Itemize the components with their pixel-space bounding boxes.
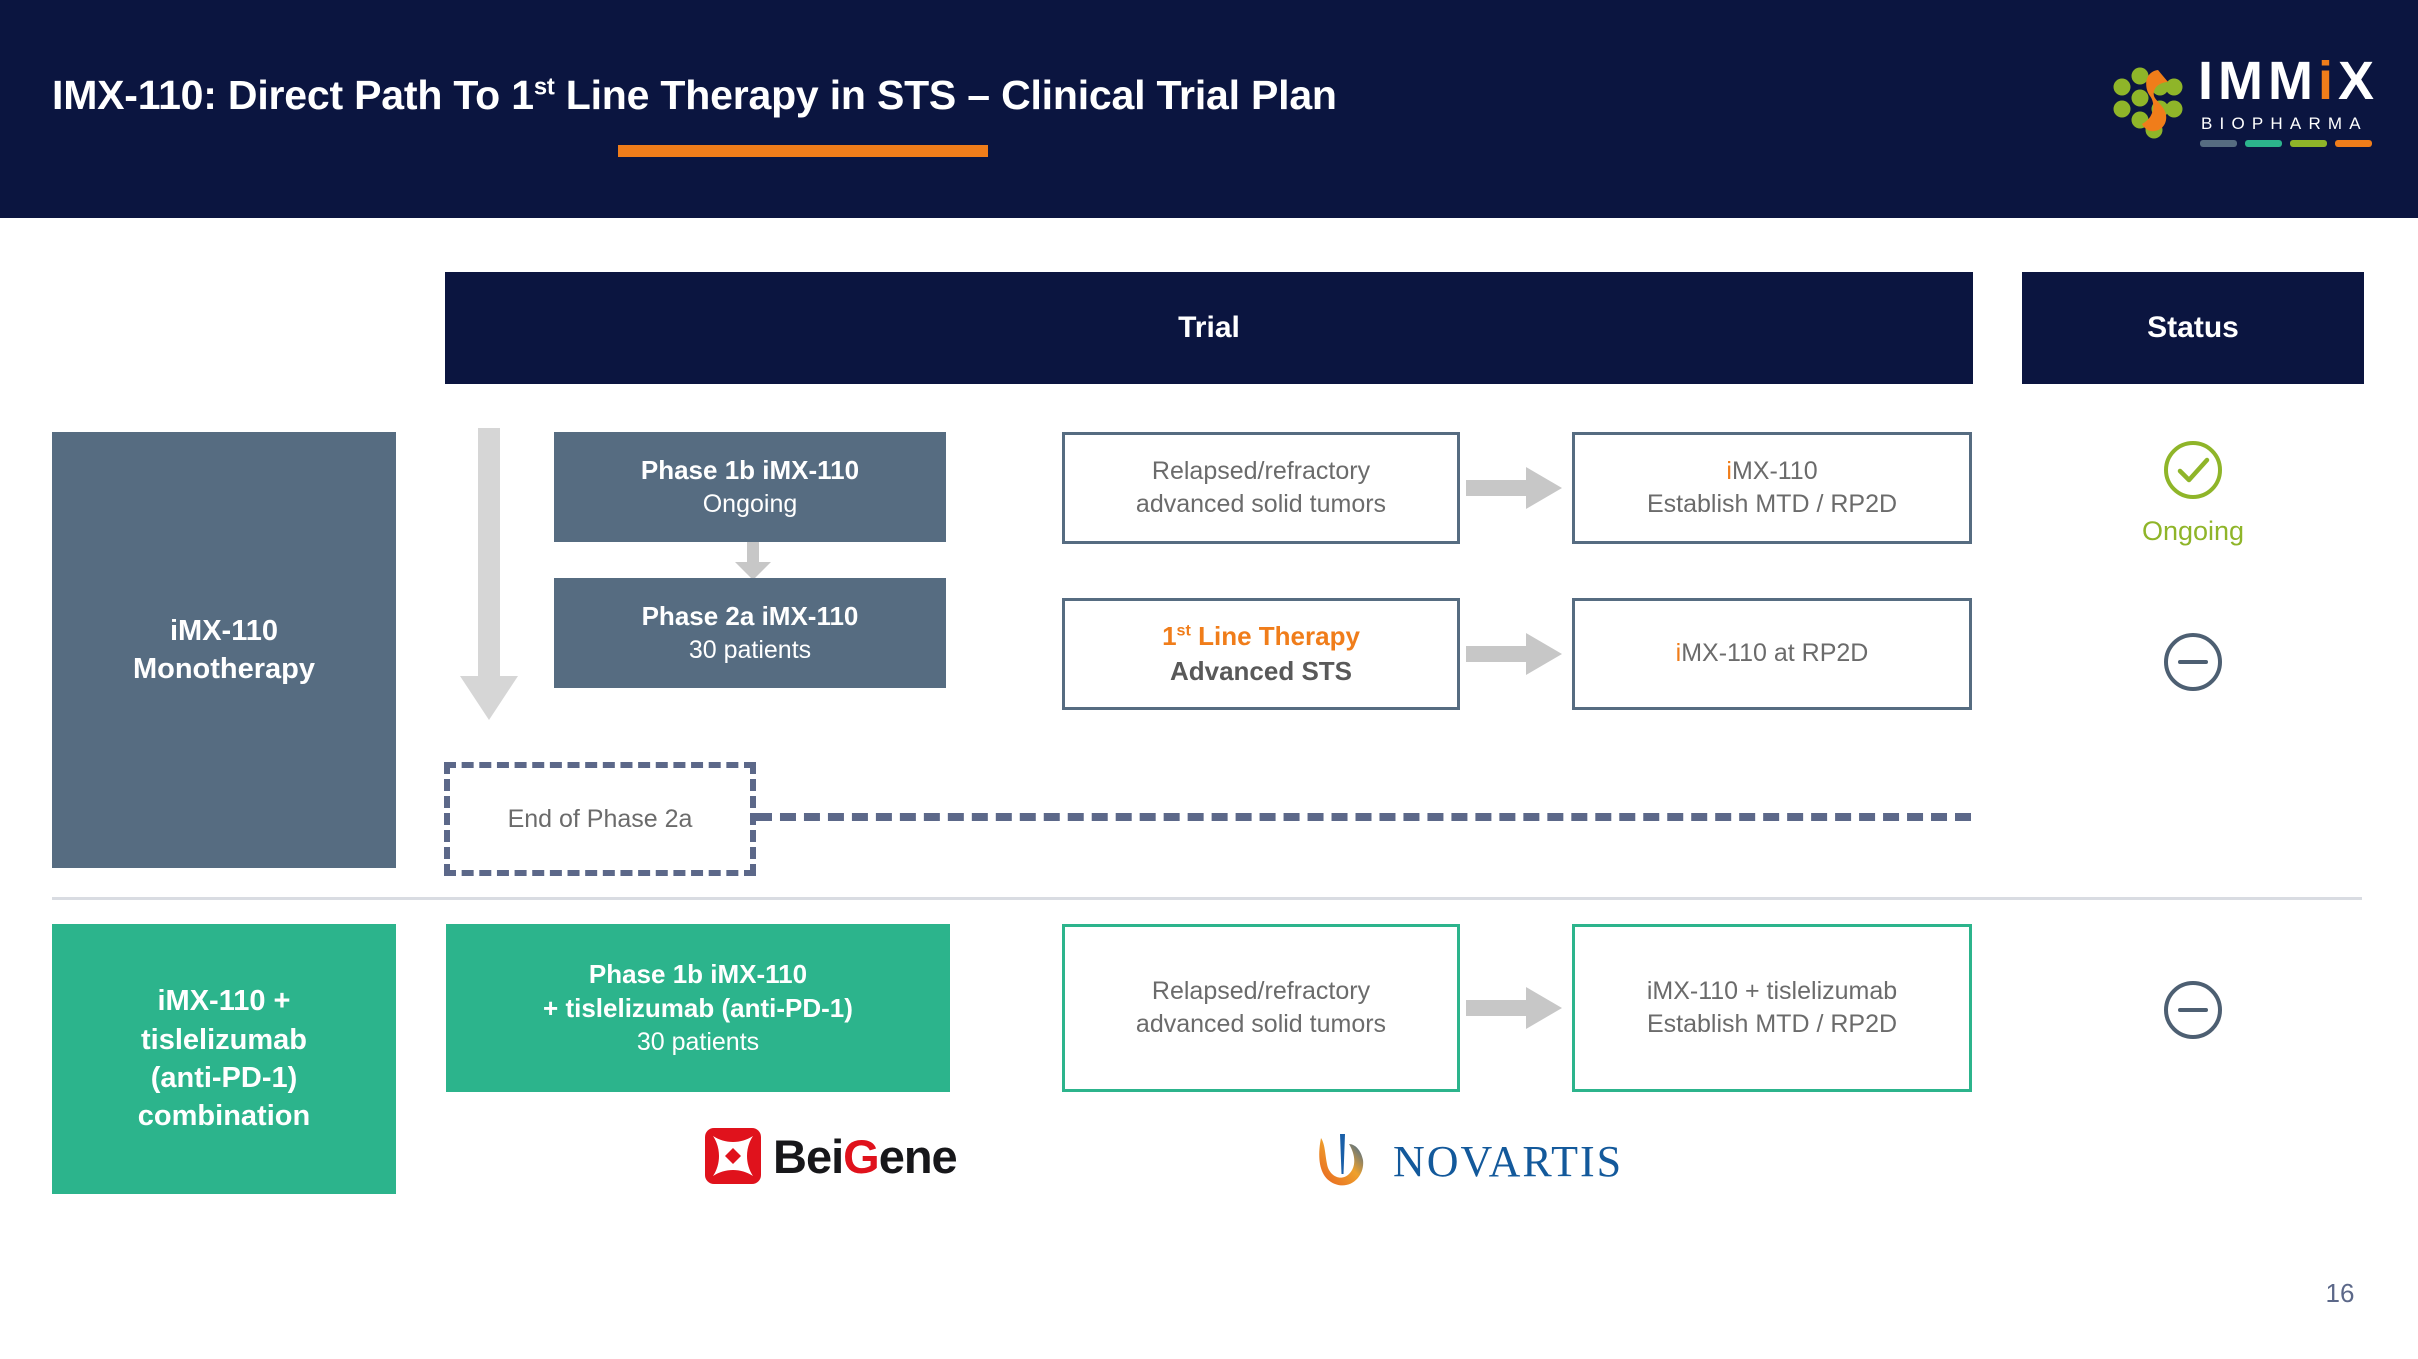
arrow-down-phase1b-to-2a-icon	[735, 542, 771, 580]
objective-box-row2[interactable]: iMX-110 at RP2D	[1572, 598, 1972, 710]
logo-bar-orange	[2335, 140, 2372, 147]
logo-bar-green	[2290, 140, 2327, 147]
group-label-line2: tislelizumab	[140, 1023, 307, 1056]
phase-box-title: Phase 2a iMX-110	[641, 600, 859, 631]
column-header-trial: Trial	[445, 272, 1973, 384]
phase-box-title: Phase 1b iMX-110	[640, 454, 860, 485]
group-label-line2: Monotherapy	[132, 653, 316, 685]
arrow-right-row3-icon	[1466, 987, 1562, 1029]
group-label-monotherapy: iMX-110 Monotherapy	[52, 432, 396, 868]
group-label-line1: iMX-110	[170, 614, 278, 647]
phase-box-title-line1: Phase 1b iMX-110	[588, 958, 808, 989]
objective-line2: Establish MTD / RP2D	[1646, 490, 1898, 518]
status-cell-row2	[2108, 630, 2278, 694]
group-label-line1: iMX-110 +	[157, 985, 291, 1018]
logo-wordmark: IMMiX	[2198, 51, 2380, 111]
beigene-logo: BeiGene	[705, 1126, 1005, 1188]
population-line2: advanced solid tumors	[1135, 490, 1387, 518]
population-box-row3[interactable]: Relapsed/refractory advanced solid tumor…	[1062, 924, 1460, 1092]
group-label-line4: combination	[137, 1100, 311, 1133]
beigene-mark-icon	[705, 1128, 761, 1184]
arrow-right-row2-icon	[1466, 633, 1562, 675]
objective-line1: iMX-110	[1726, 456, 1818, 485]
phase-box-subtitle: 30 patients	[688, 635, 812, 664]
population-line1: 1st Line Therapy	[1162, 621, 1360, 652]
objective-line1: iMX-110 at RP2D	[1675, 639, 1869, 668]
logo-bar-slate	[2200, 140, 2237, 147]
arrow-down-progression-icon	[460, 428, 518, 720]
status-cell-row3	[2108, 978, 2278, 1042]
status-cell-row1: Ongoing	[2108, 438, 2278, 547]
logo-subtitle: BIOPHARMA	[2201, 114, 2368, 133]
section-divider	[52, 897, 2362, 900]
page-title: IMX-110: Direct Path To 1st Line Therapy…	[52, 72, 1337, 118]
slide-header: IMX-110: Direct Path To 1st Line Therapy…	[0, 0, 2418, 218]
immix-biopharma-logo: IMMiX BIOPHARMA	[2108, 52, 2376, 164]
phase-box-subtitle: Ongoing	[702, 489, 798, 518]
phase-box-1b-mono[interactable]: Phase 1b iMX-110 Ongoing	[554, 432, 946, 542]
column-header-status: Status	[2022, 272, 2364, 384]
title-superscript: st	[533, 73, 555, 101]
population-line1: Relapsed/refractory	[1151, 456, 1371, 485]
title-underline-rule	[618, 145, 988, 157]
phase-box-subtitle: 30 patients	[636, 1027, 760, 1056]
group-label-line3: (anti-PD-1)	[150, 1062, 298, 1094]
page-number: 16	[2325, 1278, 2355, 1308]
novartis-logo: NOVARTIS	[1315, 1132, 1655, 1194]
population-line1: Relapsed/refractory	[1151, 976, 1371, 1005]
novartis-wordmark: NOVARTIS	[1393, 1137, 1624, 1186]
phase-box-2a-mono[interactable]: Phase 2a iMX-110 30 patients	[554, 578, 946, 688]
beigene-wordmark: BeiGene	[773, 1130, 958, 1183]
minus-circle-icon	[2164, 633, 2222, 691]
minus-circle-icon	[2164, 981, 2222, 1039]
phase-box-title-line2: + tislelizumab (anti-PD-1)	[543, 992, 853, 1023]
molecule-icon	[2113, 67, 2183, 139]
group-label-combination: iMX-110 + tislelizumab (anti-PD-1) combi…	[52, 924, 396, 1194]
milestone-dashed-connector	[756, 813, 1971, 821]
milestone-end-of-phase-2a[interactable]: End of Phase 2a	[444, 762, 756, 876]
objective-line1: iMX-110 + tislelizumab	[1646, 976, 1898, 1005]
logo-color-bars	[2200, 140, 2372, 148]
objective-box-row3[interactable]: iMX-110 + tislelizumab Establish MTD / R…	[1572, 924, 1972, 1092]
population-line2: advanced solid tumors	[1135, 1010, 1387, 1038]
novartis-flame-icon	[1319, 1134, 1364, 1186]
status-label-row1: Ongoing	[2141, 516, 2245, 546]
check-circle-icon	[2164, 441, 2222, 499]
population-box-row2[interactable]: 1st Line Therapy Advanced STS	[1062, 598, 1460, 710]
objective-line2: Establish MTD / RP2D	[1646, 1010, 1898, 1038]
population-line2: Advanced STS	[1169, 656, 1353, 686]
objective-box-row1[interactable]: iMX-110 Establish MTD / RP2D	[1572, 432, 1972, 544]
arrow-right-row1-icon	[1466, 467, 1562, 509]
logo-bar-teal	[2245, 140, 2282, 147]
population-box-row1[interactable]: Relapsed/refractory advanced solid tumor…	[1062, 432, 1460, 544]
phase-box-1b-combination[interactable]: Phase 1b iMX-110 + tislelizumab (anti-PD…	[446, 924, 950, 1092]
